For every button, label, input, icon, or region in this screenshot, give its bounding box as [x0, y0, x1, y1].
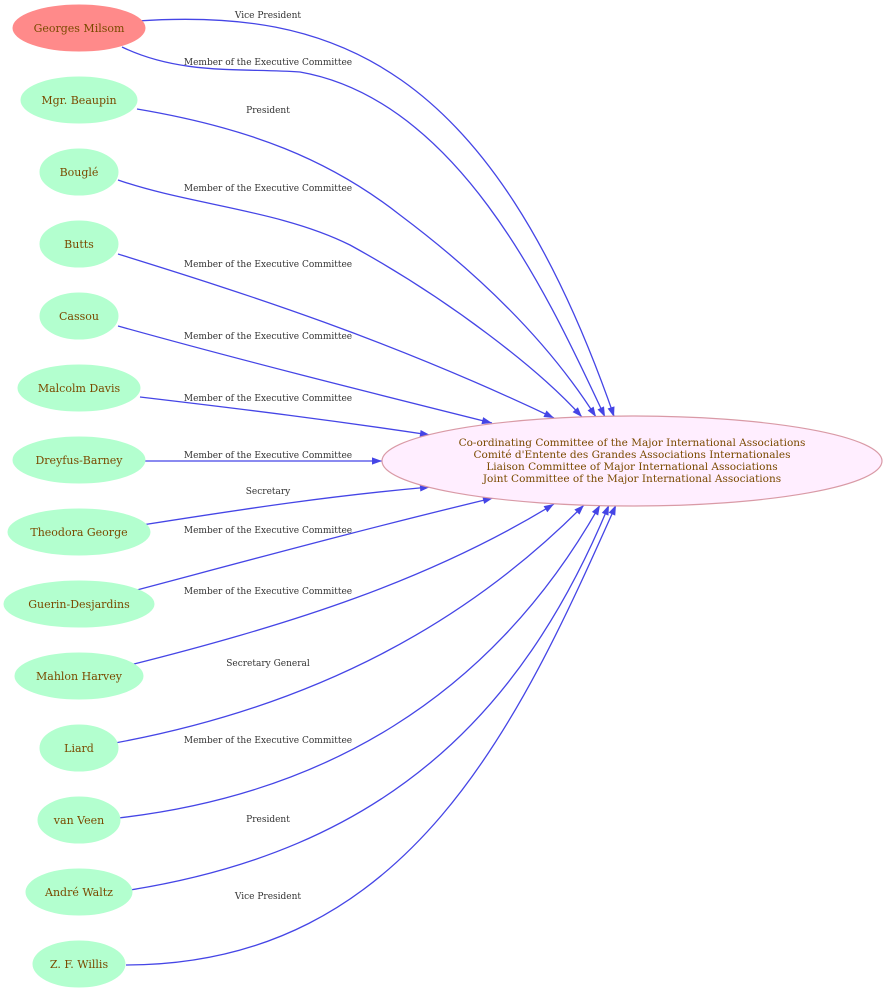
node-shape: [3, 580, 155, 628]
person-node[interactable]: Georges Milsom: [12, 4, 146, 52]
edge-arrowhead: [591, 505, 600, 516]
edge-line: [132, 497, 494, 592]
person-node[interactable]: André Waltz: [25, 868, 133, 916]
node-shape: [7, 508, 151, 556]
node-label: Liard: [64, 742, 94, 755]
node-label: Malcolm Davis: [38, 382, 121, 395]
edge-label: President: [246, 106, 290, 116]
node-shape: [25, 868, 133, 916]
node-label: Georges Milsom: [34, 22, 125, 35]
node-shape: [39, 220, 119, 268]
person-node[interactable]: Butts: [39, 220, 119, 268]
node-label: van Veen: [53, 814, 104, 827]
edge-line: [136, 18, 615, 417]
edge-line: [117, 325, 493, 424]
edge-arrowhead: [372, 457, 382, 465]
center-label-line-1: Co-ordinating Committee of the Major Int…: [459, 437, 806, 449]
edge-label: Secretary General: [226, 659, 310, 669]
center-node-committee[interactable]: Co-ordinating Committee of the Major Int…: [381, 415, 883, 507]
node-label: Guerin-Desjardins: [28, 598, 130, 611]
edge-label: Member of the Executive Committee: [184, 58, 352, 68]
edge-line: [139, 396, 431, 436]
edge-arrowhead: [608, 505, 616, 516]
edge-line: [129, 503, 555, 666]
edge-label: Vice President: [234, 892, 302, 902]
person-node[interactable]: Mahlon Harvey: [14, 652, 144, 700]
person-node[interactable]: Guerin-Desjardins: [3, 580, 155, 628]
edge-label: Member of the Executive Committee: [184, 736, 352, 746]
person-node[interactable]: Z. F. Willis: [32, 940, 126, 988]
node-label: Dreyfus-Barney: [35, 454, 123, 467]
edge-arrowhead: [574, 505, 584, 515]
highlighted-node-shape: [12, 4, 146, 52]
node-shape: [39, 148, 119, 196]
edge-arrowhead: [481, 417, 492, 425]
edge-label: Secretary: [246, 487, 291, 497]
node-shape: [12, 436, 146, 484]
edge-label: Member of the Executive Committee: [184, 260, 352, 270]
node-shape: [32, 940, 126, 988]
person-node[interactable]: Dreyfus-Barney: [12, 436, 146, 484]
center-label-line-2: Comité d'Entente des Grandes Association…: [473, 449, 790, 461]
edge-line: [125, 504, 617, 966]
edge-label: President: [246, 815, 290, 825]
edge-label: Member of the Executive Committee: [184, 332, 352, 342]
edge-line: [117, 179, 583, 418]
node-shape: [14, 652, 144, 700]
node-label: Theodora George: [30, 526, 127, 539]
edge-label: Member of the Executive Committee: [184, 526, 352, 536]
edge-arrowhead: [572, 407, 582, 417]
node-label: Bouglé: [60, 166, 99, 179]
edge-line: [141, 486, 431, 526]
person-node[interactable]: Liard: [39, 724, 119, 772]
edge-line: [136, 108, 597, 418]
edge-arrowhead: [543, 504, 554, 513]
node-shape: [39, 292, 119, 340]
person-node[interactable]: Mgr. Beaupin: [20, 76, 138, 124]
node-label: Z. F. Willis: [50, 958, 109, 971]
person-node[interactable]: Theodora George: [7, 508, 151, 556]
node-label: Mgr. Beaupin: [41, 94, 116, 107]
node-shape: [39, 724, 119, 772]
center-label-line-4: Joint Committee of the Major Internation…: [482, 473, 781, 485]
edge-label: Vice President: [234, 11, 302, 21]
node-label: Cassou: [59, 310, 99, 323]
node-shape: [37, 796, 121, 844]
person-node[interactable]: Bouglé: [39, 148, 119, 196]
node-shape: [17, 364, 141, 412]
center-label-line-3: Liaison Committee of Major International…: [486, 461, 777, 473]
node-shape: [20, 76, 138, 124]
edge-arrowhead: [587, 406, 596, 417]
edge-line: [129, 504, 610, 891]
person-node[interactable]: van Veen: [37, 796, 121, 844]
edge-label: Member of the Executive Committee: [184, 184, 352, 194]
node-label: Mahlon Harvey: [36, 670, 123, 683]
edge-line: [114, 504, 585, 744]
edge-line: [117, 253, 555, 419]
node-label: André Waltz: [44, 886, 113, 899]
edge-line: [121, 46, 606, 418]
person-node[interactable]: Cassou: [39, 292, 119, 340]
edge-label: Member of the Executive Committee: [184, 587, 352, 597]
edges-layer: [114, 18, 617, 966]
center-node-shape: [381, 415, 883, 507]
edge-arrowhead: [601, 505, 609, 516]
edge-label: Member of the Executive Committee: [184, 451, 352, 461]
person-node[interactable]: Malcolm Davis: [17, 364, 141, 412]
node-label: Butts: [64, 238, 94, 251]
edge-arrowhead: [543, 410, 554, 418]
edge-label: Member of the Executive Committee: [184, 394, 352, 404]
edge-arrowhead: [597, 406, 605, 417]
edge-arrowhead: [607, 406, 615, 417]
edge-line: [117, 504, 601, 819]
